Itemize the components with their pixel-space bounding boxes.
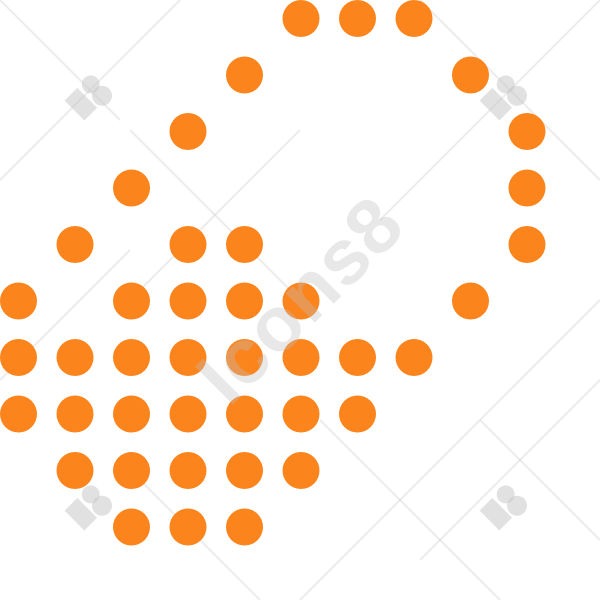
dot [226, 395, 263, 433]
dot [452, 56, 489, 94]
dot [282, 0, 320, 37]
icons8-logo-icon [64, 75, 113, 121]
dot [169, 452, 207, 489]
dot [226, 452, 263, 489]
dot [339, 395, 376, 433]
dot [113, 282, 150, 320]
dot [56, 339, 94, 376]
dot [113, 508, 150, 546]
dot [508, 169, 546, 207]
dot [282, 395, 320, 433]
watermark-line [419, 379, 600, 561]
dot [169, 226, 207, 263]
watermark-line [129, 129, 301, 301]
dot [0, 282, 37, 320]
dot [226, 282, 263, 320]
dot [113, 169, 150, 207]
dot [169, 113, 207, 150]
dot [113, 395, 150, 433]
watermark-line [319, 419, 501, 600]
dot [113, 452, 150, 489]
dot [169, 339, 207, 376]
dot [282, 339, 320, 376]
dot [56, 226, 94, 263]
dot [169, 395, 207, 433]
icons8-logo-icon [479, 485, 528, 531]
watermark-line [299, 299, 600, 600]
dot [0, 395, 37, 433]
dot [226, 508, 263, 546]
dot [395, 0, 433, 37]
dot [339, 0, 376, 37]
dot [169, 508, 207, 546]
watermark-line [129, 129, 301, 301]
dot [226, 56, 263, 94]
dot [452, 282, 489, 320]
dot [113, 339, 150, 376]
dot [0, 339, 37, 376]
dot-pattern [0, 0, 546, 546]
dot [56, 395, 94, 433]
dot [282, 282, 320, 320]
dot [56, 452, 94, 489]
icons8-logo-icon [64, 485, 113, 531]
dot [169, 282, 207, 320]
watermark-line [479, 419, 600, 541]
dot [226, 339, 263, 376]
icons8-logo-icon [479, 75, 528, 121]
dot [282, 452, 320, 489]
dot [339, 339, 376, 376]
dot [395, 339, 433, 376]
dot [508, 113, 546, 150]
watermark-logos [64, 75, 528, 531]
dot [226, 226, 263, 263]
dot [508, 226, 546, 263]
